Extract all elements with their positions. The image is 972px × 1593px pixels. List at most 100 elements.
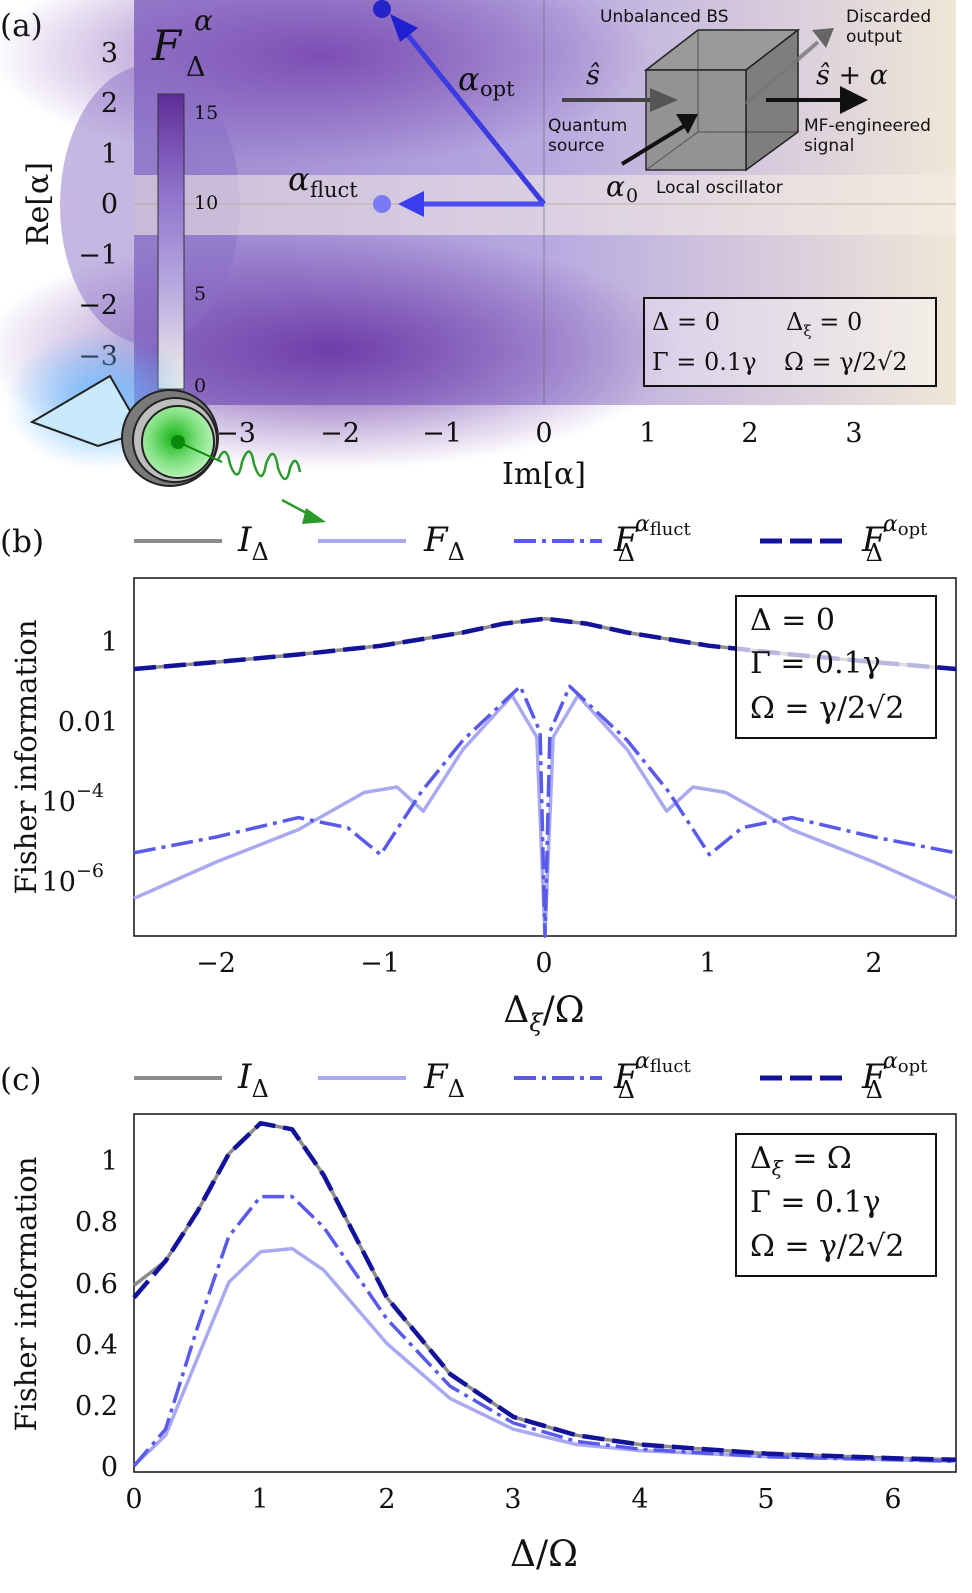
y-tick: 3 xyxy=(101,38,118,69)
panel-b-y-ticks: 1 0.01 10−4 10−6 xyxy=(42,627,118,898)
c-x-tick: 4 xyxy=(631,1484,648,1515)
alpha-opt-sub: opt xyxy=(480,77,515,101)
y-tick: 2 xyxy=(101,88,118,119)
panel-c-plot: 1 0.8 0.6 0.4 0.2 0 0 1 2 3 4 5 6 Δ/Ω Fi… xyxy=(9,1113,957,1575)
x-tick: 2 xyxy=(741,418,758,449)
y-tick: −2 xyxy=(78,290,118,321)
panel-label-c: (c) xyxy=(0,1062,42,1098)
alpha-fluct-sub: fluct xyxy=(310,178,358,202)
x-tick: −3 xyxy=(216,418,256,449)
b-param-delta: Δ = 0 xyxy=(750,603,835,638)
panel-c-y-label: Fisher information xyxy=(9,1156,43,1431)
c-x-tick: 1 xyxy=(251,1484,268,1515)
c-y-tick: 1 xyxy=(101,1146,118,1177)
bs-lo-label: Local oscillator xyxy=(656,178,783,198)
colorbar-tick: 0 xyxy=(194,375,206,397)
panel-b-plot: 1 0.01 10−4 10−6 −2 −1 0 1 2 Δξ/Ω Fisher… xyxy=(9,577,957,1037)
bs-cube-front xyxy=(645,69,747,171)
c-x-tick: 3 xyxy=(504,1484,521,1515)
b-y-tick: 1 xyxy=(101,627,118,658)
bs-source-2: source xyxy=(548,136,604,156)
c-y-tick: 0 xyxy=(101,1452,118,1483)
x-tick: −2 xyxy=(320,418,360,449)
heatmap-x-ticks: −3 −2 −1 0 1 2 3 xyxy=(216,418,863,449)
panel-c-x-ticks: 0 1 2 3 4 5 6 xyxy=(125,1484,901,1515)
c-param-delta-xi: Δξ = Ω xyxy=(750,1141,852,1180)
b-y-tick: 0.01 xyxy=(58,707,118,738)
b-y-tick: 10−4 xyxy=(42,780,104,818)
param-delta: Δ = 0 xyxy=(652,308,720,336)
b-y-tick: 10−6 xyxy=(42,860,104,898)
bs-source-1: Quantum xyxy=(548,116,627,136)
param-omega: Ω = γ/2√2 xyxy=(784,348,908,376)
c-x-tick: 5 xyxy=(757,1484,774,1515)
colorbar-tick: 5 xyxy=(194,283,206,305)
legend-c: IΔ FΔ FΔαfluct FΔαopt xyxy=(134,1049,928,1104)
b-param-gamma: Γ = 0.1γ xyxy=(750,646,881,681)
alpha-opt-arrow: α opt xyxy=(373,0,546,206)
bs-discard-arrow xyxy=(744,40,820,106)
bs-title: Unbalanced BS xyxy=(600,7,729,27)
legend-label-f: FΔ xyxy=(423,520,465,566)
alpha-fluct-point xyxy=(373,195,391,213)
panel-b-x-label: Δξ/Ω xyxy=(503,990,584,1037)
c-x-tick: 6 xyxy=(884,1484,901,1515)
panel-b-param-box: Δ = 0 Γ = 0.1γ Ω = γ/2√2 xyxy=(735,595,937,739)
param-delta-xi: Δξ = 0 xyxy=(786,308,862,340)
legend-label-ffluct: FΔαfluct xyxy=(613,1049,691,1104)
panel-c-param-box: Δξ = Ω Γ = 0.1γ Ω = γ/2√2 xyxy=(735,1133,937,1277)
b-x-tick: −1 xyxy=(360,948,400,979)
heatmap-plot: 3 2 1 0 −1 −2 −3 −3 −2 −1 0 1 2 3 Im[α] … xyxy=(0,0,956,492)
c-y-tick: 0.2 xyxy=(75,1391,118,1422)
c-param-omega: Ω = γ/2√2 xyxy=(750,1229,904,1264)
bs-lo-arrow xyxy=(620,124,686,166)
legend-label-f: FΔ xyxy=(423,1057,465,1103)
c-y-tick: 0.6 xyxy=(75,1269,118,1300)
bs-discarded-1: Discarded xyxy=(846,7,931,27)
panel-label-b: (b) xyxy=(0,524,44,560)
b-x-tick: −2 xyxy=(196,948,236,979)
colorbar-bar xyxy=(157,93,185,390)
panel-c-frame xyxy=(133,1113,957,1473)
bs-lo-symbol: α xyxy=(606,170,625,203)
legend-label-ffluct: FΔαfluct xyxy=(613,512,691,567)
panel-c-y-ticks: 1 0.8 0.6 0.4 0.2 0 xyxy=(75,1146,118,1483)
bs-signal-1: MF-engineered xyxy=(804,116,931,136)
b-x-tick: 1 xyxy=(699,948,716,979)
colorbar: F α Δ 15 10 5 0 xyxy=(151,4,218,397)
panel-c-x-label: Δ/Ω xyxy=(510,1534,578,1575)
x-tick: −1 xyxy=(422,418,462,449)
legend-b: IΔ FΔ FΔαfluct FΔαopt xyxy=(134,512,928,567)
bs-lo-sub: 0 xyxy=(626,185,638,207)
y-tick: −1 xyxy=(78,240,118,271)
bs-input-op: ŝ xyxy=(586,60,600,91)
x-tick: 1 xyxy=(639,418,656,449)
x-tick: 3 xyxy=(845,418,862,449)
y-tick: 0 xyxy=(101,189,118,220)
panel-b-y-label: Fisher information xyxy=(9,619,43,894)
heatmap-center-band xyxy=(134,175,956,235)
heatmap-x-label: Im[α] xyxy=(502,457,586,492)
legend-label-i: IΔ xyxy=(237,1057,269,1103)
c-param-gamma: Γ = 0.1γ xyxy=(750,1185,881,1220)
alpha-opt-point xyxy=(373,0,391,18)
bs-output-op: ŝ + α xyxy=(816,60,888,91)
alpha-fluct-arrow: α fluct xyxy=(288,160,544,217)
legend-label-i: IΔ xyxy=(237,520,269,566)
series-line-ffluct xyxy=(132,1194,957,1468)
panel-c-series xyxy=(132,1120,957,1468)
series-line-ffluct xyxy=(133,684,957,938)
colorbar-tick: 15 xyxy=(194,102,218,124)
colorbar-title-sub: Δ xyxy=(186,52,206,83)
legend-label-fopt: FΔαopt xyxy=(861,512,928,567)
colorbar-tick: 10 xyxy=(194,192,218,214)
emitted-wave xyxy=(216,450,302,481)
bs-signal-2: signal xyxy=(804,136,854,156)
panel-b-x-ticks: −2 −1 0 1 2 xyxy=(196,948,883,979)
x-tick: 0 xyxy=(535,418,552,449)
c-x-tick: 2 xyxy=(378,1484,395,1515)
c-y-tick: 0.4 xyxy=(75,1330,118,1361)
b-param-omega: Ω = γ/2√2 xyxy=(750,691,904,726)
colorbar-title-sup: α xyxy=(194,4,213,37)
series-line-fopt xyxy=(132,1120,957,1463)
